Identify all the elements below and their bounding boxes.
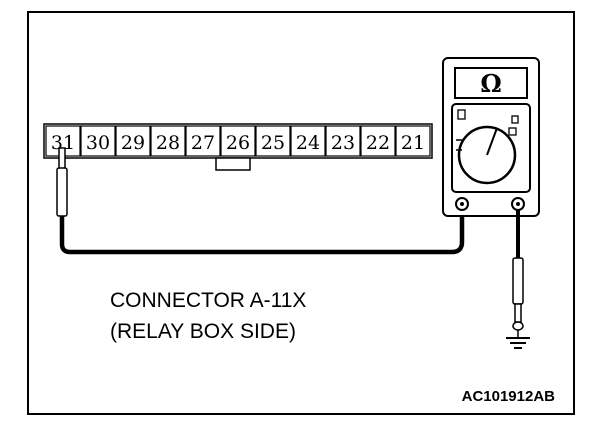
probe-lead-pin-31: [56, 147, 465, 255]
ohm-symbol: Ω: [480, 69, 501, 98]
pin-label-23: 23: [331, 132, 355, 154]
meter-dial-pointer: [486, 127, 498, 156]
connector-lock-tab: [215, 157, 251, 171]
pin-label-30: 30: [86, 132, 110, 154]
ohmmeter: Ω: [442, 57, 540, 217]
connector-label-line1: CONNECTOR A-11X: [110, 289, 306, 312]
pin-cell-22: [360, 125, 396, 157]
pin-cell-28: [150, 125, 186, 157]
pin-cell-30: [80, 125, 116, 157]
pin-label-27: 27: [191, 132, 215, 154]
pin-label-24: 24: [296, 132, 320, 154]
pin-cell-24: [290, 125, 326, 157]
probe-tip: [58, 147, 66, 171]
pin-label-31: 31: [51, 132, 75, 154]
meter-switch-small-3: [508, 127, 517, 136]
pin-cell-23: [325, 125, 361, 157]
meter-terminal-com-hole: [460, 202, 464, 206]
pin-cell-26: [220, 125, 256, 157]
probe-wire: [59, 210, 465, 255]
pin-label-21: 21: [401, 132, 425, 154]
diagram-frame: [27, 11, 575, 415]
ground-probe-tip: [514, 303, 522, 323]
ground-clip: [512, 321, 524, 331]
meter-switch-small-2: [511, 115, 519, 124]
pin-label-22: 22: [366, 132, 390, 154]
meter-switch-small-1: [457, 109, 466, 120]
pin-cell-21: [395, 125, 431, 157]
connector-pins: 31 30 29 28 27 26 25 24 23 22 21: [45, 125, 431, 157]
pin-cell-29: [115, 125, 151, 157]
connector-a-11x: 31 30 29 28 27 26 25 24 23 22 21: [43, 123, 433, 171]
pin-label-26: 26: [226, 132, 250, 154]
pin-label-28: 28: [156, 132, 180, 154]
pin-cell-25: [255, 125, 291, 157]
pin-label-29: 29: [121, 132, 145, 154]
figure-code: AC101912AB: [462, 388, 556, 405]
ground-lead: [506, 210, 530, 349]
connector-label-line2: (RELAY BOX SIDE): [110, 320, 296, 343]
pin-cell-27: [185, 125, 221, 157]
pin-label-25: 25: [261, 132, 285, 154]
probe-body: [56, 167, 68, 217]
meter-display: [454, 67, 528, 99]
meter-terminal-ohm-hole: [516, 202, 520, 206]
ground-probe-body: [512, 257, 524, 305]
